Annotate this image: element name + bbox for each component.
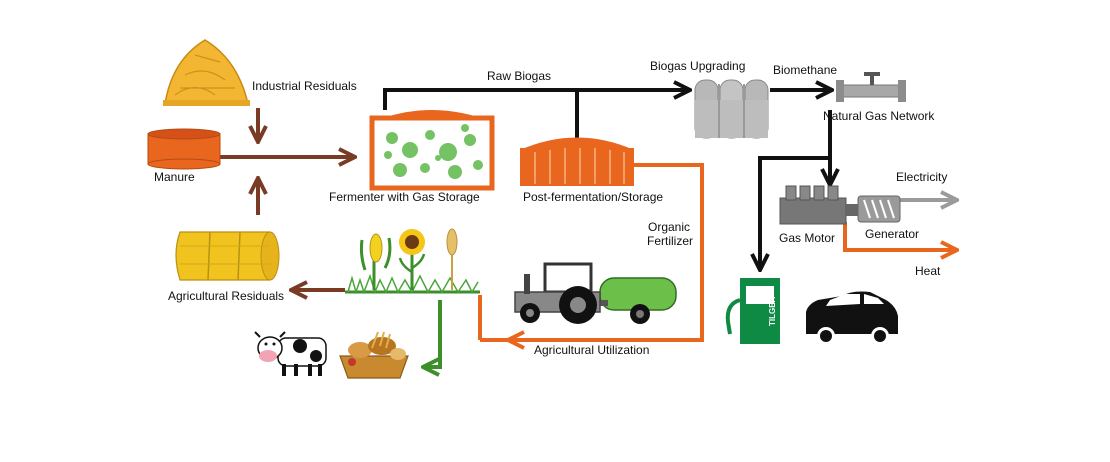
- gas-motor-icon: [779, 185, 858, 225]
- label-organic: Organic: [648, 220, 690, 234]
- cow-icon: [254, 331, 327, 376]
- post-fermenter-icon: [520, 137, 634, 186]
- car-icon: [806, 291, 898, 345]
- label-natural-gas-network: Natural Gas Network: [823, 109, 935, 123]
- brown-flow-lines: [220, 108, 353, 290]
- label-biogas-upgrading: Biogas Upgrading: [650, 59, 745, 73]
- green-flow-lines: [425, 300, 442, 367]
- manure-tank-icon: [147, 128, 221, 170]
- label-fertilizer: Fertilizer: [647, 234, 693, 248]
- label-post-fermentation: Post-fermentation/Storage: [523, 190, 663, 204]
- generator-icon: [857, 195, 901, 223]
- post-storage-to-fertilizer-line: [510, 163, 704, 340]
- crops-to-food-arrow: [425, 300, 442, 367]
- label-agricultural-residuals: Agricultural Residuals: [168, 289, 284, 303]
- label-industrial-residuals: Industrial Residuals: [252, 79, 357, 93]
- raw-biogas-line: [383, 90, 688, 110]
- label-gas-motor: Gas Motor: [779, 231, 835, 245]
- straw-pile-icon: [163, 39, 250, 106]
- heat-arrow: [843, 222, 955, 250]
- label-generator: Generator: [865, 227, 919, 241]
- food-basket-icon: [339, 331, 409, 379]
- label-biomethane: Biomethane: [773, 63, 837, 77]
- upgrading-unit-icon: [694, 79, 769, 139]
- fermenter-icon: [369, 110, 495, 191]
- label-manure: Manure: [154, 170, 195, 184]
- label-electricity: Electricity: [896, 170, 947, 184]
- black-flow-lines: [383, 90, 830, 268]
- tractor-icon: [514, 262, 677, 324]
- fuel-pump-icon: TILGER: [725, 278, 780, 344]
- gas-pipe-icon: [836, 72, 906, 102]
- label-heat: Heat: [915, 264, 941, 278]
- hay-bales-icon: [175, 231, 280, 281]
- label-raw-biogas: Raw Biogas: [487, 69, 551, 83]
- label-fermenter: Fermenter with Gas Storage: [329, 190, 480, 204]
- network-to-fuel-pump-arrow: [760, 156, 830, 268]
- label-agricultural-utilization: Agricultural Utilization: [534, 343, 649, 357]
- orange-flow-lines: [478, 163, 955, 340]
- pump-brand-text: TILGER: [768, 296, 777, 326]
- crops-icon: [345, 228, 480, 295]
